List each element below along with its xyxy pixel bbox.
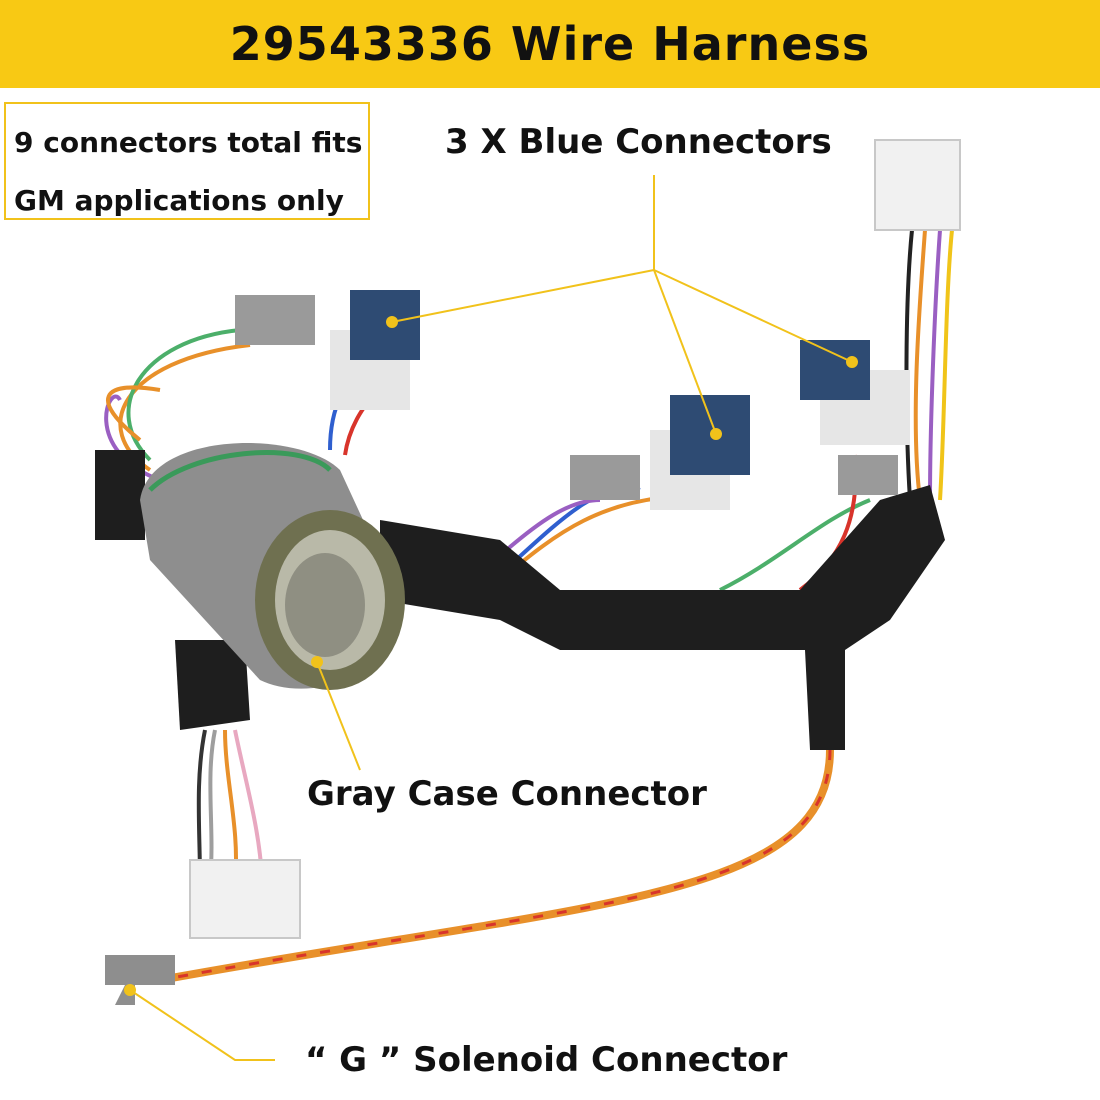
callout-dots bbox=[124, 316, 858, 996]
gray-connector-middle bbox=[570, 455, 640, 500]
white-connector-bottom bbox=[189, 859, 301, 939]
g-solenoid-connector-label: “ G ” Solenoid Connector bbox=[305, 1040, 788, 1080]
blue-connector-3 bbox=[800, 340, 910, 445]
blue-connectors-label: 3 X Blue Connectors bbox=[445, 122, 832, 162]
g-solenoid-lead bbox=[159, 749, 834, 984]
g-solenoid-connector bbox=[105, 955, 175, 1005]
gray-connector-top-left bbox=[235, 295, 315, 345]
blue-connector-1 bbox=[330, 290, 420, 410]
info-line-applications: GM applications only bbox=[14, 184, 344, 217]
blue-connector-2 bbox=[650, 395, 750, 510]
gray-connector-right bbox=[838, 455, 898, 495]
gray-case-connector-label: Gray Case Connector bbox=[307, 774, 707, 814]
gray-case-connector bbox=[140, 442, 405, 690]
info-line-connectors: 9 connectors total fits bbox=[14, 126, 363, 159]
callout-lines bbox=[129, 175, 853, 1061]
page-title: 29543336 Wire Harness bbox=[229, 17, 871, 71]
white-connector-top-right bbox=[874, 139, 961, 231]
title-banner: 29543336 Wire Harness bbox=[0, 0, 1100, 88]
info-box: 9 connectors total fits GM applications … bbox=[4, 102, 370, 220]
black-harness-rail bbox=[95, 450, 945, 750]
